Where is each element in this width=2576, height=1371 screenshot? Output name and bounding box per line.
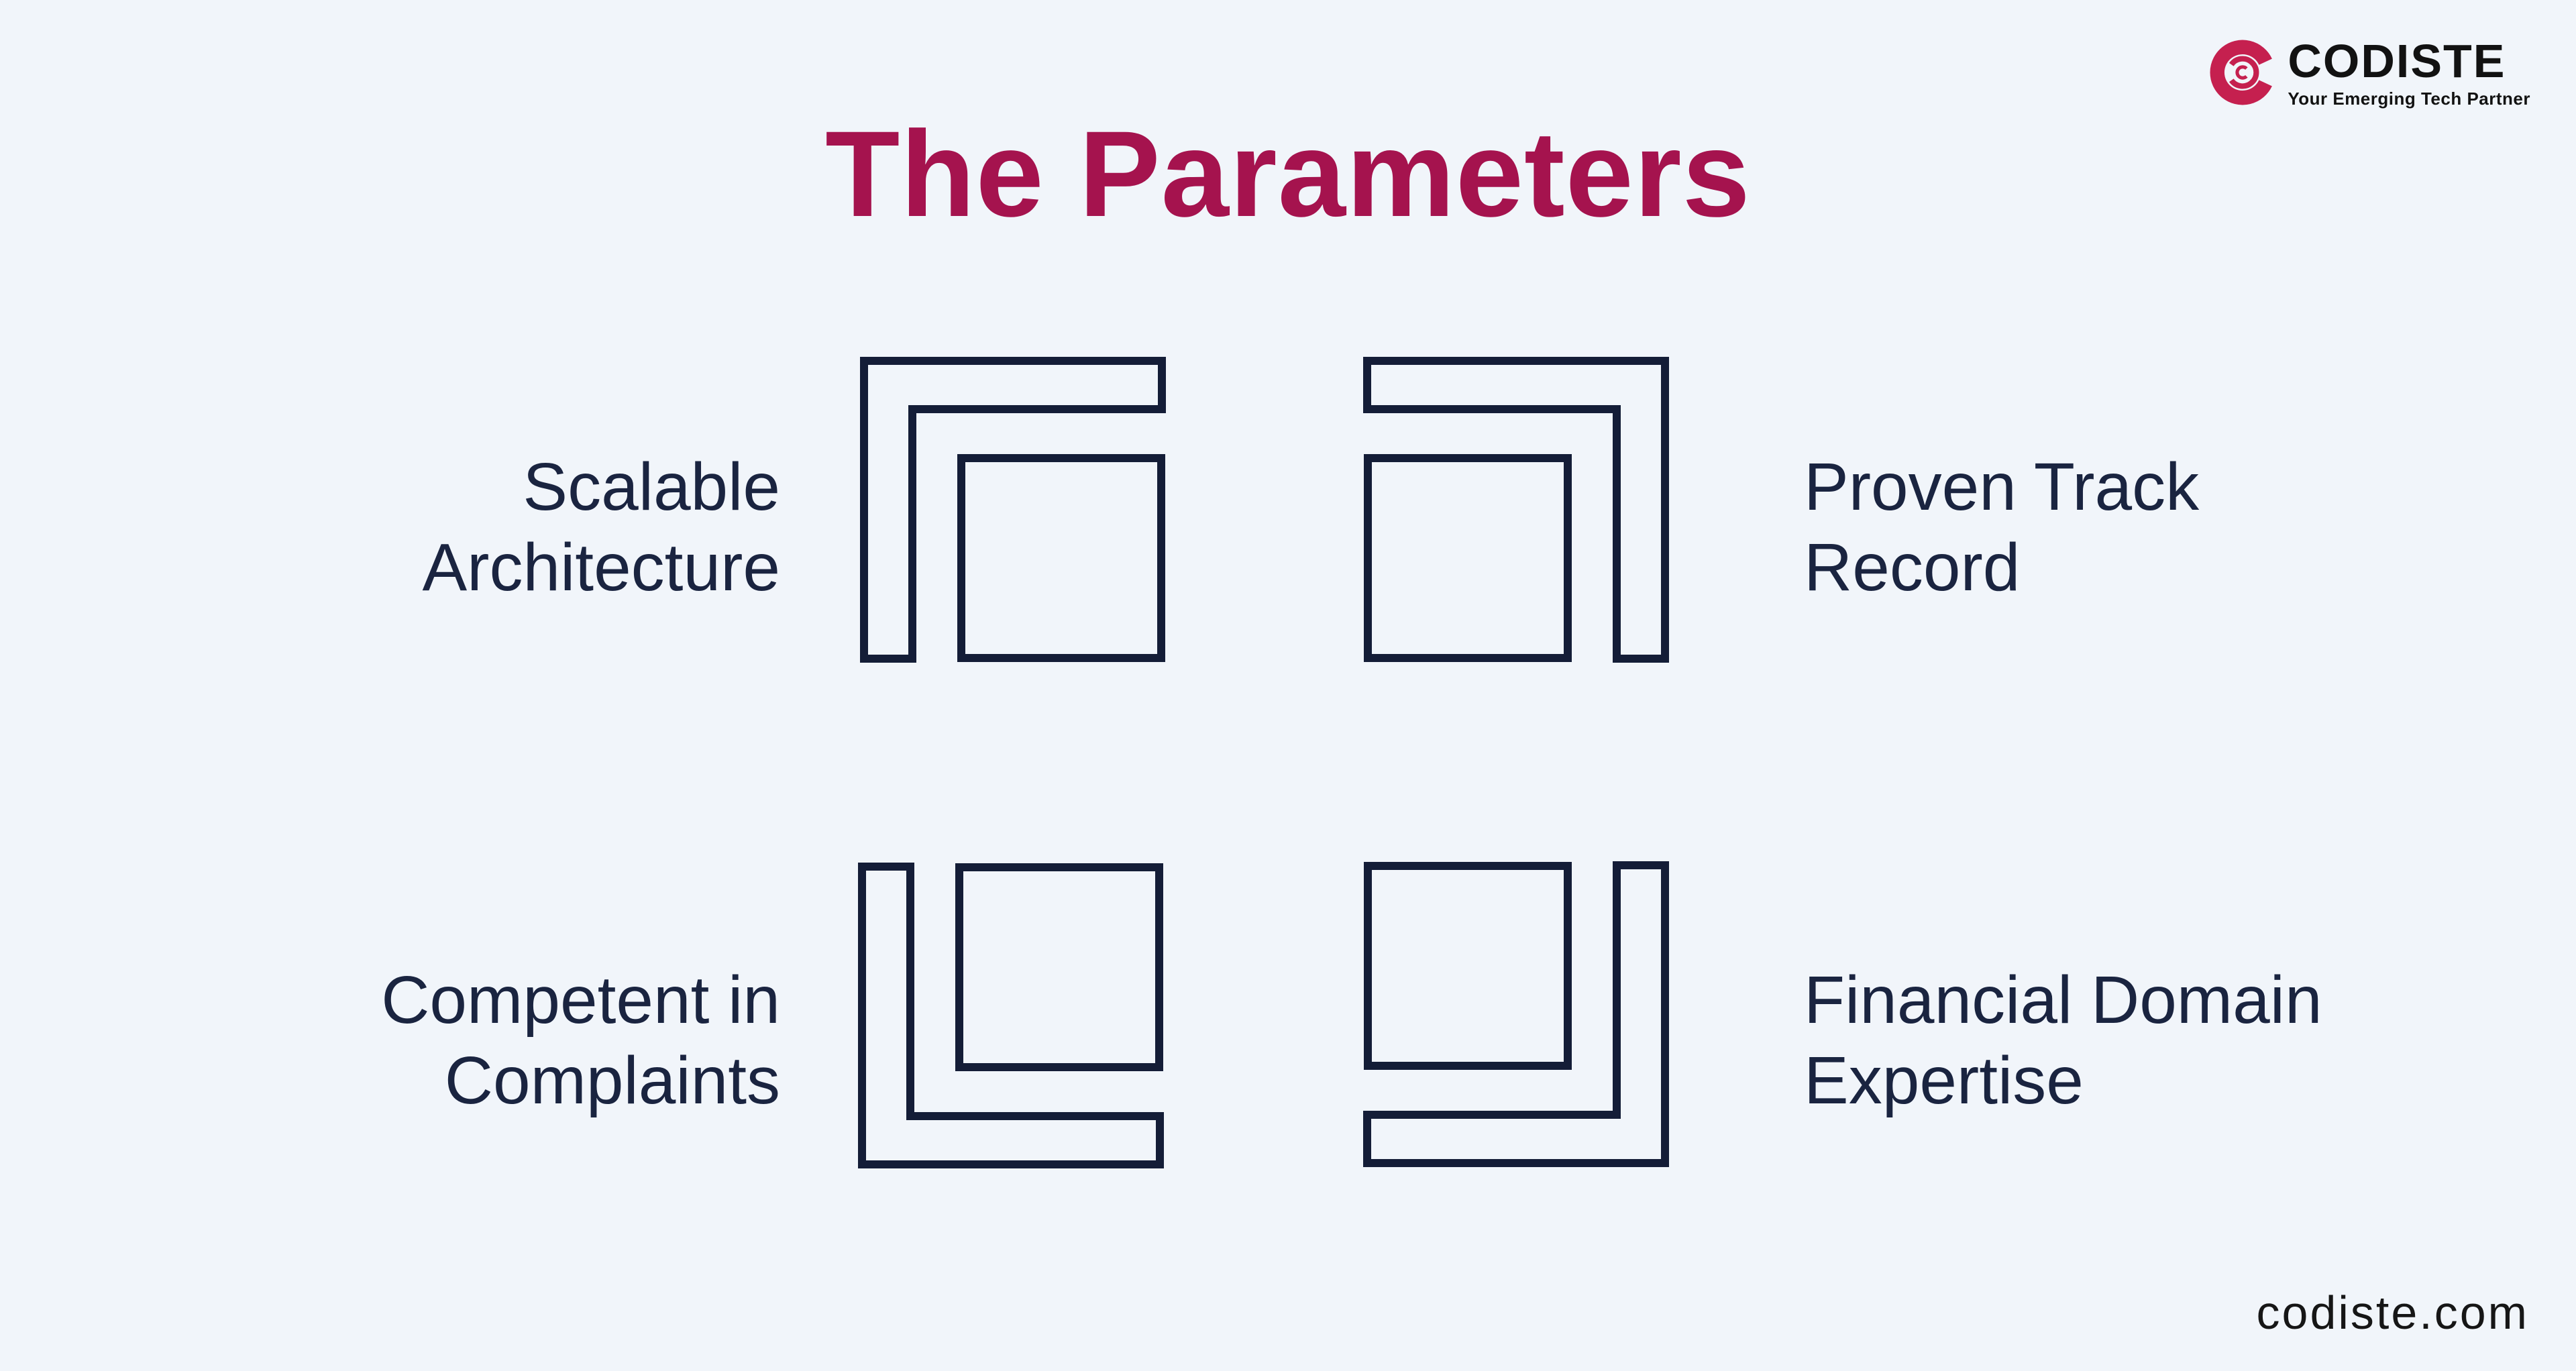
- label-line: Proven Track: [1804, 449, 2200, 525]
- parameter-label-competent-in-complaints: Competent in Complaints: [381, 960, 780, 1121]
- corner-frame-bottom-left-icon: [858, 863, 1164, 1168]
- label-line: Expertise: [1804, 1043, 2084, 1118]
- brand-tagline: Your Emerging Tech Partner: [2288, 89, 2530, 109]
- parameter-label-proven-track-record: Proven Track Record: [1804, 447, 2199, 608]
- label-line: Scalable: [523, 449, 780, 525]
- website-url: codiste.com: [2256, 1286, 2529, 1339]
- codiste-logo-icon: [2210, 40, 2273, 105]
- label-line: Financial Domain: [1804, 963, 2322, 1038]
- parameter-label-financial-domain-expertise: Financial Domain Expertise: [1804, 960, 2322, 1121]
- codiste-logo: CODISTE Your Emerging Tech Partner: [2208, 38, 2530, 107]
- parameter-label-scalable-architecture: Scalable Architecture: [422, 447, 780, 608]
- brand-text-block: CODISTE Your Emerging Tech Partner: [2288, 38, 2530, 107]
- corner-frame-top-right-icon: [1363, 357, 1669, 663]
- label-line: Architecture: [422, 530, 780, 605]
- page-title: The Parameters: [825, 105, 1751, 242]
- brand-name: CODISTE: [2288, 35, 2506, 87]
- corner-frame-top-left-icon: [860, 357, 1166, 663]
- label-line: Complaints: [444, 1043, 780, 1118]
- corner-frame-bottom-right-icon: [1363, 861, 1669, 1167]
- label-line: Competent in: [381, 963, 780, 1038]
- label-line: Record: [1804, 530, 2021, 605]
